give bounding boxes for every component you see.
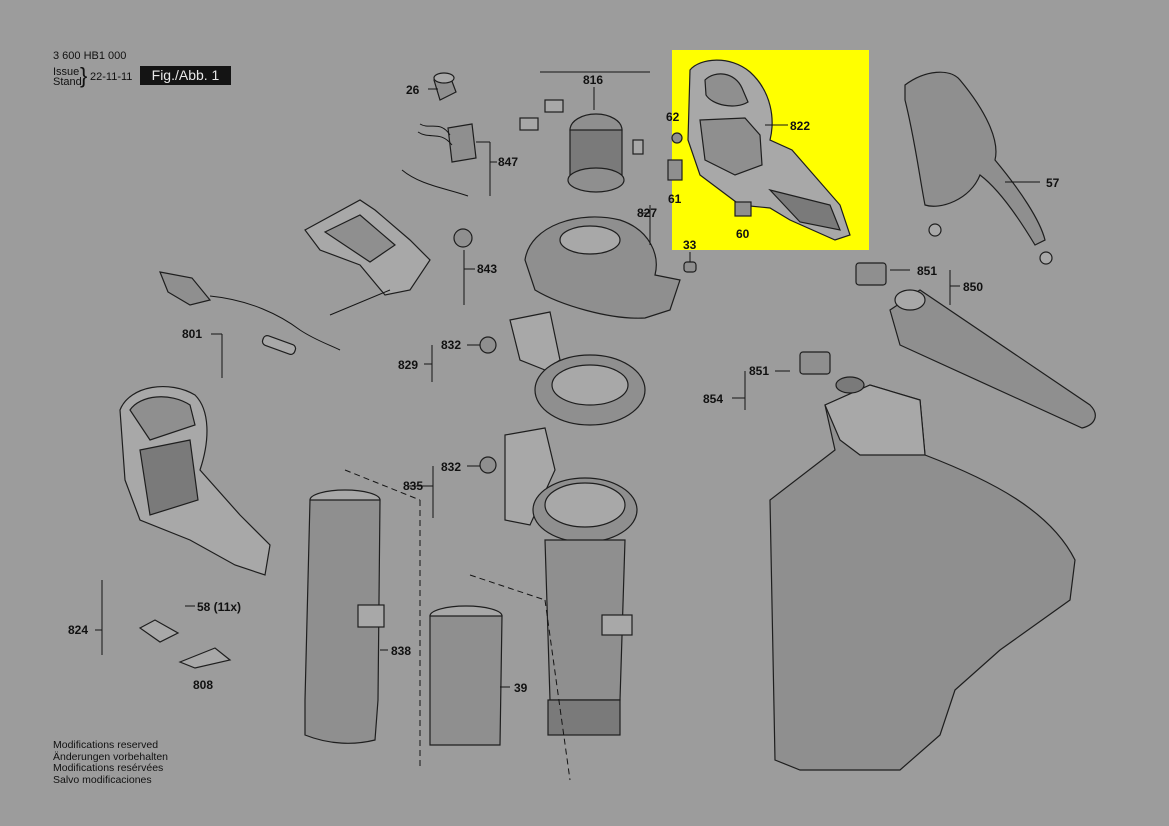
part-835-tube-head[interactable]: [479, 427, 638, 543]
label-838: 838: [391, 644, 411, 658]
figure-label: Fig./Abb. 1: [140, 66, 231, 85]
footer-notice: Modifications reserved Änderungen vorbeh…: [53, 739, 169, 786]
part-827-fan-cover[interactable]: [524, 216, 681, 319]
part-847-switch[interactable]: [401, 123, 477, 197]
label-58: 58 (11x): [197, 600, 241, 614]
label-822: 822: [790, 119, 810, 133]
label-26: 26: [406, 83, 420, 97]
footer-line-en: Modifications reserved: [53, 739, 159, 751]
part-850-nozzle[interactable]: [889, 289, 1096, 429]
footer-line-de: Änderungen vorbehalten: [53, 750, 169, 763]
housing-half-822[interactable]: [687, 59, 851, 241]
label-850: 850: [963, 280, 983, 294]
label-835: 835: [403, 479, 423, 493]
label-843: 843: [477, 262, 497, 276]
stand-label: Stand: [53, 76, 82, 88]
part-851-clip-b[interactable]: [799, 351, 831, 375]
label-816: 816: [583, 73, 603, 87]
label-829: 829: [398, 358, 418, 372]
part-843-handle[interactable]: [304, 199, 473, 316]
label-851-lower: 851: [749, 364, 769, 378]
label-60: 60: [736, 227, 750, 241]
decal-824: [138, 619, 180, 643]
part-62-knob[interactable]: [671, 132, 683, 144]
label-827: 827: [637, 206, 657, 220]
label-33: 33: [683, 238, 697, 252]
main-housing-824[interactable]: [119, 386, 271, 576]
part-851-clip-a[interactable]: [855, 262, 887, 286]
label-851-upper: 851: [917, 264, 937, 278]
label-847: 847: [498, 155, 518, 169]
part-26-cap[interactable]: [433, 72, 457, 101]
label-832-lower: 832: [441, 460, 461, 474]
suction-tube[interactable]: [544, 539, 633, 736]
part-838-tube[interactable]: [304, 489, 385, 744]
issue-label: Issue: [53, 66, 80, 78]
label-57: 57: [1046, 176, 1060, 190]
issue-date: 22-11-11: [90, 71, 133, 83]
part-57-strap[interactable]: [904, 71, 1053, 265]
label-854: 854: [703, 392, 723, 406]
part-829-cyclone[interactable]: [479, 311, 646, 426]
label-39: 39: [514, 681, 528, 695]
decal-808: [178, 647, 232, 669]
part-854-bag[interactable]: [769, 376, 1076, 771]
part-33-sleeve[interactable]: [683, 261, 697, 273]
leader-lines: [95, 71, 1040, 781]
label-808: 808: [193, 678, 213, 692]
label-824: 824: [68, 623, 88, 637]
label-62: 62: [666, 110, 680, 124]
issue-brace: }: [80, 63, 88, 88]
label-801: 801: [182, 327, 202, 341]
part-816-motor[interactable]: [519, 99, 644, 193]
part-39-tube[interactable]: [429, 605, 503, 746]
footer-line-es: Salvo modificaciones: [53, 773, 152, 786]
footer-line-fr: Modifications resérvées: [53, 762, 164, 774]
part-61-switch[interactable]: [667, 159, 683, 181]
label-61: 61: [668, 192, 682, 206]
label-832-upper: 832: [441, 338, 461, 352]
part-801-cable[interactable]: [159, 271, 341, 356]
part-60-clip[interactable]: [734, 201, 752, 217]
document-number: 3 600 HB1 000: [53, 50, 127, 62]
